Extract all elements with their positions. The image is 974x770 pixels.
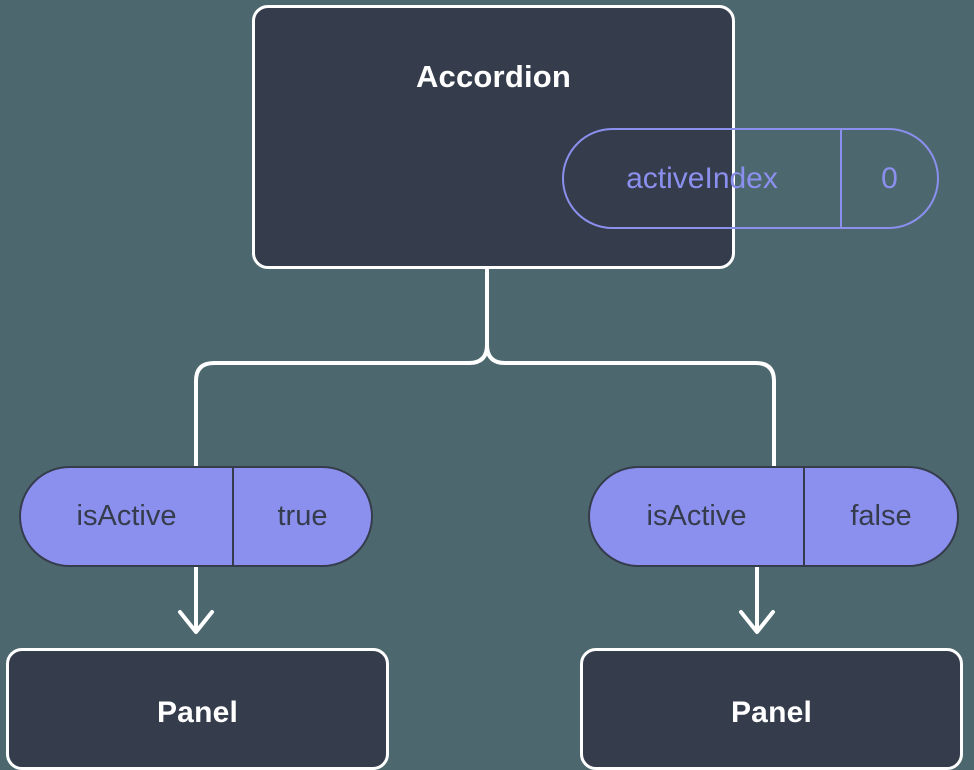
- prop-chip-value-left: true: [277, 500, 328, 532]
- prop-chip-isactive-left[interactable]: isActive true: [19, 466, 373, 567]
- arrowhead-left: [178, 610, 214, 634]
- accordion-node[interactable]: Accordion activeIndex 0: [252, 5, 939, 269]
- prop-chip-key-left: isActive: [21, 468, 234, 565]
- state-chip-value: 0: [881, 161, 898, 195]
- state-chip-activeindex[interactable]: activeIndex 0: [562, 128, 939, 229]
- connector-root-to-left-branch: [194, 267, 489, 468]
- connector-root-to-right-branch: [485, 267, 776, 468]
- accordion-node-label: Accordion: [415, 59, 572, 94]
- arrowhead-right: [739, 610, 775, 634]
- prop-chip-key-right: isActive: [590, 468, 805, 565]
- panel-node-left-label: Panel: [156, 696, 239, 729]
- state-chip-key: activeIndex: [564, 130, 842, 227]
- panel-node-right-label: Panel: [730, 696, 813, 729]
- prop-chip-value-right: false: [850, 500, 912, 532]
- panel-node-left[interactable]: Panel: [6, 648, 389, 770]
- panel-node-right[interactable]: Panel: [580, 648, 963, 770]
- prop-chip-isactive-right[interactable]: isActive false: [588, 466, 959, 567]
